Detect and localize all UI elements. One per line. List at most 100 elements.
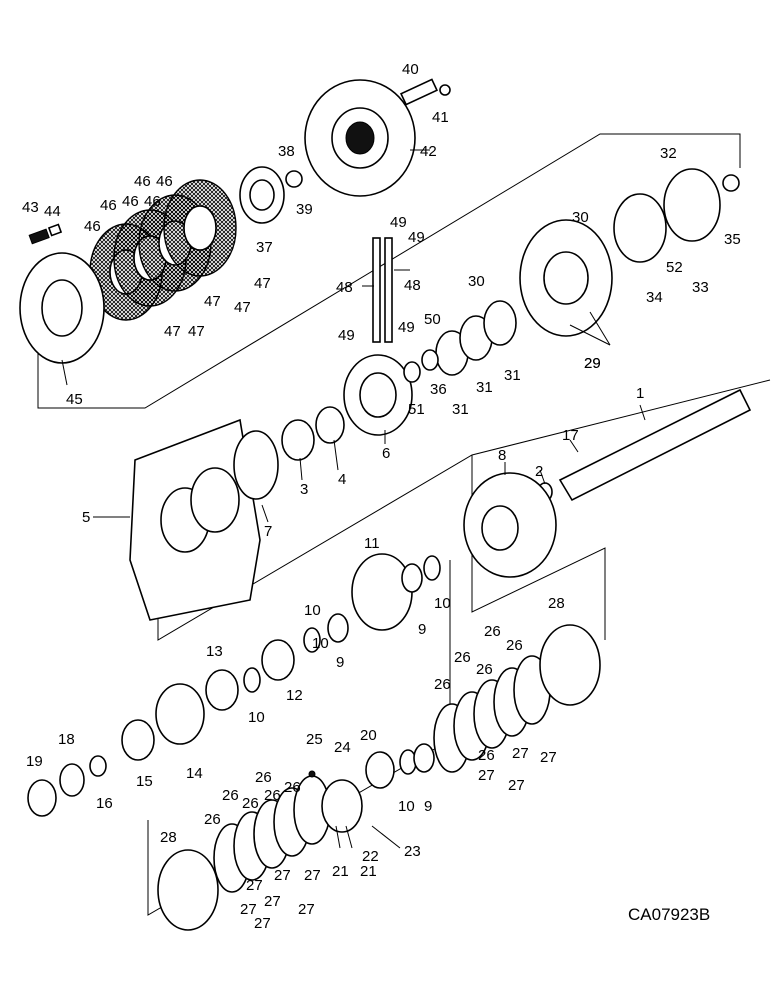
callout: 1 — [636, 385, 644, 402]
callout: 5 — [82, 509, 90, 526]
callout: 9 — [424, 798, 432, 815]
callout: 26 — [478, 747, 495, 764]
callout: 30 — [468, 273, 485, 290]
callout: 35 — [724, 231, 741, 248]
spring-part — [28, 228, 50, 245]
callout: 27 — [540, 749, 557, 766]
callout: 26 — [204, 811, 221, 828]
callout: 46 — [100, 197, 117, 214]
callout: 39 — [296, 201, 313, 218]
ring-part — [421, 349, 439, 371]
callout: 4 — [338, 471, 346, 488]
small-shaft-part — [399, 78, 439, 106]
piston-part — [539, 624, 601, 706]
callout: 25 — [306, 731, 323, 748]
callout: 14 — [186, 765, 203, 782]
callout: 47 — [254, 275, 271, 292]
callout: 31 — [452, 401, 469, 418]
callout: 26 — [242, 795, 259, 812]
callout: 46 — [144, 193, 161, 210]
callout: 10 — [434, 595, 451, 612]
callout: 28 — [160, 829, 177, 846]
callout: 27 — [508, 777, 525, 794]
callout: 19 — [26, 753, 43, 770]
callout: 49 — [408, 229, 425, 246]
callout: 12 — [286, 687, 303, 704]
ring-part — [315, 406, 345, 444]
callout: 30 — [572, 209, 589, 226]
callout: 27 — [240, 901, 257, 918]
callout: 31 — [476, 379, 493, 396]
parts — [19, 78, 752, 931]
callout: 21 — [360, 863, 377, 880]
ring-part — [403, 361, 421, 383]
callout: 46 — [84, 218, 101, 235]
callout: 29 — [584, 355, 601, 372]
pin-48 — [384, 237, 393, 343]
leader-lines — [61, 149, 646, 849]
callout: 48 — [336, 279, 353, 296]
callout: 47 — [234, 299, 251, 316]
callout: 27 — [254, 915, 271, 932]
ring-part — [89, 755, 107, 777]
callout: 44 — [44, 203, 61, 220]
bearing-part — [155, 683, 205, 745]
callout: 10 — [248, 709, 265, 726]
ring-part — [27, 779, 57, 817]
piston-part — [157, 849, 219, 931]
callout: 26 — [476, 661, 493, 678]
callout: 27 — [512, 745, 529, 762]
callout: 46 — [134, 173, 151, 190]
callout: 13 — [206, 643, 223, 660]
callout: 32 — [660, 145, 677, 162]
callout: 27 — [304, 867, 321, 884]
callout: 21 — [332, 863, 349, 880]
seal-plate — [613, 193, 667, 263]
callout: 27 — [246, 877, 263, 894]
callout: 27 — [274, 867, 291, 884]
bearing-part — [205, 669, 239, 711]
callout: 47 — [188, 323, 205, 340]
callout: 8 — [498, 447, 506, 464]
ring-part — [483, 300, 517, 346]
sleeve-part — [121, 719, 155, 761]
callout: 9 — [418, 621, 426, 638]
bearing-part — [365, 751, 395, 789]
callout: 33 — [692, 279, 709, 296]
callout: 27 — [298, 901, 315, 918]
callout: 37 — [256, 239, 273, 256]
ring-part — [327, 613, 349, 643]
callout: 45 — [66, 391, 83, 408]
snap-ring — [722, 174, 740, 192]
callout: 28 — [548, 595, 565, 612]
callout: 43 — [22, 199, 39, 216]
snap-ring — [243, 667, 261, 693]
seal-ring-part — [439, 84, 451, 96]
callout: 49 — [338, 327, 355, 344]
callout: 27 — [264, 893, 281, 910]
callout: 15 — [136, 773, 153, 790]
callout: 26 — [264, 787, 281, 804]
callout: 17 — [562, 427, 579, 444]
ring-part — [285, 170, 303, 188]
callout: 9 — [336, 654, 344, 671]
callout: 47 — [164, 323, 181, 340]
callout: 23 — [404, 843, 421, 860]
callout: 49 — [398, 319, 415, 336]
callout: 52 — [666, 259, 683, 276]
callout: 50 — [424, 311, 441, 328]
callout: 3 — [300, 481, 308, 498]
callout: 26 — [284, 779, 301, 796]
pin-48 — [372, 237, 381, 343]
callout: 26 — [454, 649, 471, 666]
callout: 26 — [484, 623, 501, 640]
callout: 41 — [432, 109, 449, 126]
callout: 46 — [122, 193, 139, 210]
main-shaft — [558, 388, 752, 502]
gear-part — [351, 553, 413, 631]
snap-ring — [303, 627, 321, 653]
callout: 27 — [478, 767, 495, 784]
callout: 24 — [334, 739, 351, 756]
